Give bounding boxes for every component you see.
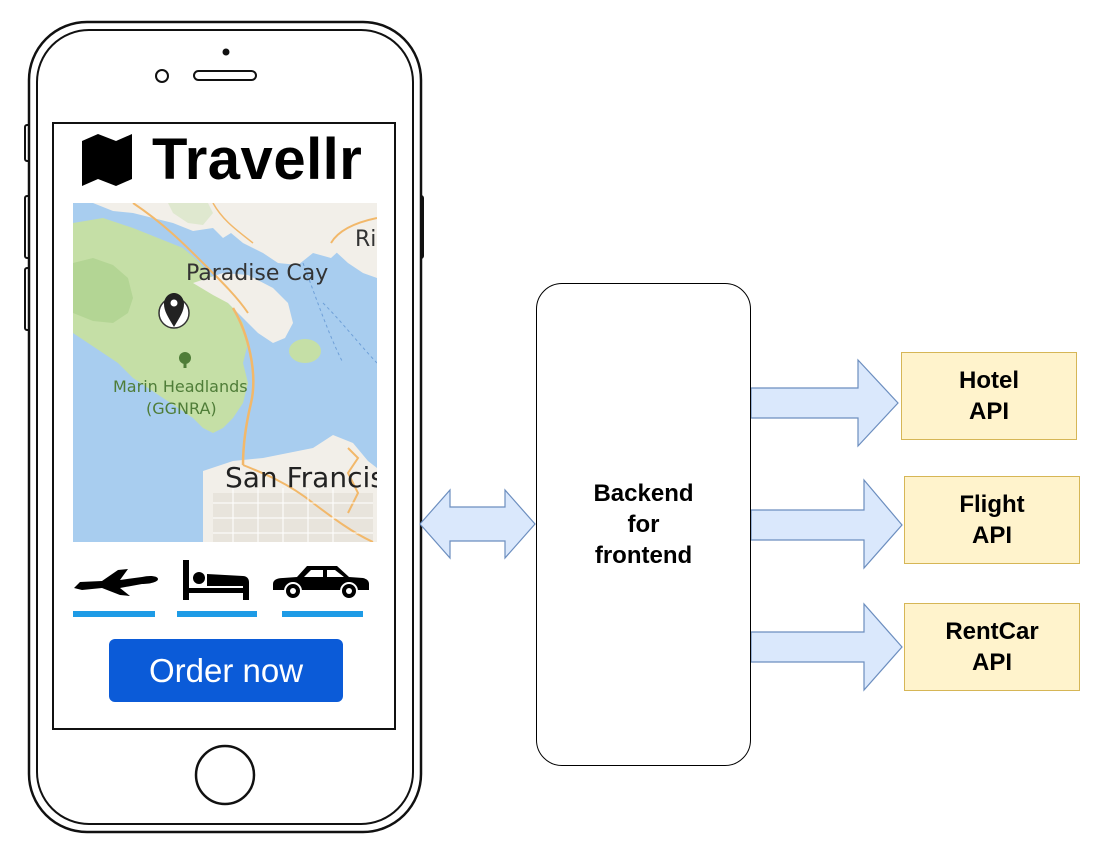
map-label-ri: Ri [355,227,377,252]
phone-home-button[interactable] [194,744,256,806]
car-icon[interactable] [271,562,371,600]
app-header: Travellr [80,128,362,192]
backend-for-frontend-box: Backend for frontend [536,283,751,766]
phone-front-sensor [222,48,230,56]
hotel-api-label-line-2: API [968,398,1009,425]
location-pin-icon[interactable] [158,293,190,329]
car-tab-underline [282,611,363,617]
backend-label: Backend for frontend [569,478,719,571]
map-label-marin-headlands: Marin Headlands [113,377,248,396]
rentcar-api-box: RentCar API [904,603,1080,691]
rentcar-api-label-line-2: API [971,649,1012,676]
arrow-to-rentcar-api [750,602,903,692]
arrow-to-flight-api [750,478,903,570]
rentcar-api-label-line-1: RentCar [945,618,1039,645]
hotel-api-label-line-1: Hotel [959,367,1019,394]
hotel-api-label: Hotel API [959,365,1019,427]
rentcar-api-label: RentCar API [945,616,1038,678]
order-now-button[interactable]: Order now [109,639,343,702]
phone-front-camera [155,69,169,83]
map-logo-icon [82,134,132,186]
flight-api-label: Flight API [959,489,1024,551]
phone-speaker [193,70,257,81]
flight-api-label-line-2: API [971,522,1012,549]
park-tree-icon [179,352,191,368]
backend-label-line-3: frontend [594,542,693,569]
map-label-paradise-cay: Paradise Cay [186,261,329,286]
backend-label-line-1: Backend [593,480,694,507]
bed-icon[interactable] [181,558,251,602]
arrow-to-hotel-api [750,358,899,448]
backend-label-line-2: for [627,511,660,538]
flight-api-label-line-1: Flight [959,491,1025,518]
map-view[interactable]: Paradise Cay Marin Headlands (GGNRA) San… [73,203,377,542]
flight-tab-underline [73,611,155,617]
hotel-tab-underline [177,611,257,617]
hotel-api-box: Hotel API [901,352,1077,440]
map-label-ggnra: (GGNRA) [146,399,217,418]
flight-api-box: Flight API [904,476,1080,564]
phone-body-inner [36,29,414,825]
map-label-san-francisco: San Francis [225,461,377,494]
app-title: Travellr [152,127,363,192]
airplane-icon[interactable] [72,560,160,596]
bidirectional-arrow [419,488,536,560]
map-graphic [73,203,377,542]
